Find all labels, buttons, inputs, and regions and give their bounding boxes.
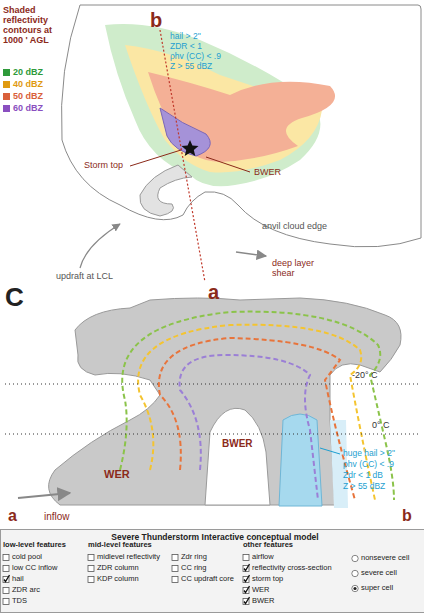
legend-entry: 60 dBZ xyxy=(3,104,43,114)
legend-swatch xyxy=(3,81,10,88)
option-label: storm top xyxy=(252,575,283,583)
diagram-label: huge hail > 2" xyxy=(343,449,395,458)
option-label: cold pool xyxy=(12,553,42,561)
hail-column xyxy=(279,414,322,506)
updraft-arrow xyxy=(80,224,120,268)
diagram-label: deep layer shear xyxy=(272,259,334,279)
diagram-label: b xyxy=(402,507,412,525)
bwer-notch xyxy=(205,408,270,505)
diagram-label: Shaded reflectivity contours at 1000 ' A… xyxy=(3,6,65,46)
diagram-label: Zdr < 1 dB xyxy=(343,471,383,480)
option-label: hail xyxy=(12,575,24,583)
legend-entry: 50 dBZ xyxy=(3,92,43,102)
legend-entry: 20 dBZ xyxy=(3,68,43,78)
checkbox xyxy=(88,577,94,583)
checkbox xyxy=(172,566,178,572)
legend-swatch xyxy=(3,93,10,100)
checkbox xyxy=(172,555,178,561)
option-label: ZDR column xyxy=(97,564,139,572)
option-label: low CC inflow xyxy=(12,564,57,572)
checkbox xyxy=(3,555,9,561)
diagram-label: Z > 55 dBZ xyxy=(343,482,385,491)
leader xyxy=(130,150,181,166)
legend-entry: 40 dBZ xyxy=(3,80,43,90)
radio-dot xyxy=(353,587,356,590)
option-label: airflow xyxy=(252,553,274,561)
diagram-label: ρhv (CC) < .9 xyxy=(343,460,394,469)
option-label: midlevel reflectivity xyxy=(97,553,160,561)
option-label: KDP column xyxy=(97,575,139,583)
legend-swatch xyxy=(3,69,10,76)
legend-text: 60 dBZ xyxy=(13,103,43,113)
contour-50 xyxy=(159,338,355,500)
diagram-label: inflow xyxy=(44,511,70,522)
leader xyxy=(206,157,250,172)
diagram-label: ZDR < 1 xyxy=(170,42,202,51)
hook-echo xyxy=(140,165,192,216)
checkbox xyxy=(243,555,249,561)
check-mark xyxy=(244,586,250,593)
diagram-label: a xyxy=(208,281,219,303)
legend-swatch xyxy=(3,105,10,112)
diagram-label: mid-level features xyxy=(88,541,152,549)
diagram-label: -20° C xyxy=(352,371,378,381)
check-mark xyxy=(4,575,10,582)
check-mark xyxy=(244,564,250,571)
diagram-label: BWER xyxy=(254,168,281,178)
diagram-label: 0° C xyxy=(372,421,390,431)
legend-text: 20 dBZ xyxy=(13,67,43,77)
diagram-label: b xyxy=(150,9,162,31)
option-label: CC ring xyxy=(181,564,206,572)
checkbox xyxy=(88,566,94,572)
radio-button xyxy=(352,555,358,561)
radio-button xyxy=(352,585,358,591)
diagram-label: a xyxy=(8,507,17,525)
diagram-label: BWER xyxy=(222,438,253,449)
diagram-label: Z > 55 dBZ xyxy=(170,62,212,71)
contour-20 xyxy=(120,312,394,500)
checkbox xyxy=(3,566,9,572)
option-label: nonsevere cell xyxy=(361,554,409,562)
diagram-label: Storm top xyxy=(84,161,123,171)
option-label: ZDR arc xyxy=(12,586,40,594)
diagram-label: C xyxy=(5,283,24,312)
option-label: super cell xyxy=(361,584,393,592)
legend-text: 40 dBZ xyxy=(13,79,43,89)
checkbox xyxy=(3,588,9,594)
diagram-label: hail > 2" xyxy=(170,32,201,41)
option-label: reflectivity cross-section xyxy=(252,564,332,572)
refl-60 xyxy=(160,108,210,156)
isotherm xyxy=(5,384,419,385)
isotherm xyxy=(5,434,419,435)
shear-arrow xyxy=(236,252,266,256)
inflow-arrow xyxy=(18,493,70,498)
check-mark xyxy=(244,575,250,582)
storm-top-star xyxy=(182,140,199,156)
checkbox xyxy=(88,555,94,561)
diagram-label: low-level features xyxy=(3,541,66,549)
radio-button xyxy=(352,570,358,576)
option-label: TDS xyxy=(12,597,27,605)
cloud-section xyxy=(49,298,401,505)
option-label: CC updraft core xyxy=(181,575,234,583)
plan-frame xyxy=(61,5,421,247)
diagram-label: ρhv (CC) < .9 xyxy=(170,52,221,61)
checkbox xyxy=(172,577,178,583)
option-label: severe cell xyxy=(361,569,397,577)
checkbox xyxy=(3,599,9,605)
contour-60 xyxy=(180,355,318,500)
option-label: Zdr ring xyxy=(181,553,207,561)
diagram-label: updraft at LCL xyxy=(56,272,113,282)
diagram-label: WER xyxy=(104,468,130,480)
check-mark xyxy=(244,597,250,604)
diagram-label: other features xyxy=(243,541,293,549)
option-label: WER xyxy=(252,586,270,594)
legend-text: 50 dBZ xyxy=(13,91,43,101)
diagram-label: anvil cloud edge xyxy=(262,222,327,232)
option-label: BWER xyxy=(252,597,275,605)
contour-40 xyxy=(138,325,375,500)
controls xyxy=(3,555,358,605)
leader xyxy=(320,448,340,454)
